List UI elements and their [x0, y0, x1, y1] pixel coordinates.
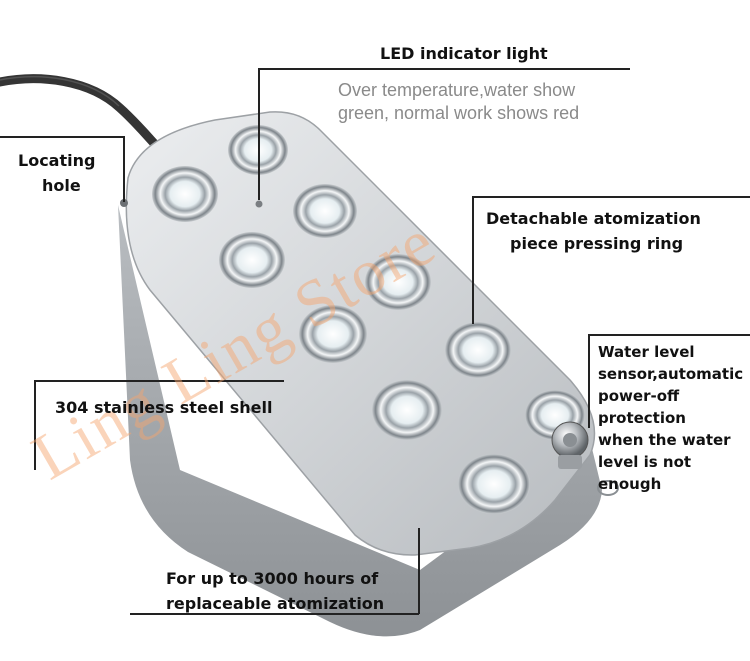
- atomization-disc: [293, 184, 357, 238]
- atomization-disc: [152, 166, 218, 222]
- atomization-callout-line: [130, 613, 419, 615]
- water-sensor-label-line7: enough: [598, 475, 662, 493]
- pressing-ring-label-line2: piece pressing ring: [510, 234, 684, 253]
- atomization-disc: [445, 322, 511, 378]
- atomization-disc: [219, 232, 285, 288]
- led-callout-line: [258, 68, 630, 70]
- led-description-line1: Over temperature,water show: [338, 80, 576, 100]
- water-sensor-label-line4: protection: [598, 409, 686, 427]
- led-title: LED indicator light: [380, 44, 548, 63]
- locating-callout-line: [123, 136, 125, 202]
- shell-callout-line: [34, 380, 36, 470]
- atomization-hours-label-line2: replaceable atomization: [166, 594, 385, 613]
- led-description-line2: green, normal work shows red: [338, 103, 580, 123]
- atomization-disc: [458, 454, 530, 514]
- led-callout-line: [258, 68, 260, 200]
- sensor-callout-line: [588, 334, 590, 428]
- locating-hole-label-line2: hole: [42, 176, 81, 195]
- atomization-hours-label-line1: For up to 3000 hours of: [166, 569, 379, 588]
- atomization-disc: [299, 305, 367, 363]
- power-cable: [0, 74, 173, 163]
- water-sensor-label-line6: level is not: [598, 453, 692, 471]
- locating-hole-label-line1: Locating: [18, 151, 96, 170]
- water-sensor-label-line2: sensor,automatic: [598, 365, 744, 383]
- steel-shell-label: 304 stainless steel shell: [55, 398, 273, 417]
- atomization-callout-line: [418, 528, 420, 614]
- shell-callout-line: [34, 380, 284, 382]
- locating-hole: [120, 199, 128, 207]
- locating-callout-line: [0, 136, 124, 138]
- atomization-disc: [365, 254, 431, 310]
- water-sensor-label-line5: when the water: [598, 431, 731, 449]
- atomization-disc: [372, 380, 442, 440]
- ring-callout-line: [472, 196, 474, 324]
- water-sensor-label-line3: power-off: [598, 387, 680, 405]
- water-sensor-label-line1: Water level: [598, 343, 695, 361]
- led-indicator: [255, 200, 263, 208]
- sensor-callout-line: [588, 334, 750, 336]
- ring-callout-line: [472, 196, 750, 198]
- water-level-sensor: [551, 421, 619, 496]
- pressing-ring-label-line1: Detachable atomization: [486, 209, 701, 228]
